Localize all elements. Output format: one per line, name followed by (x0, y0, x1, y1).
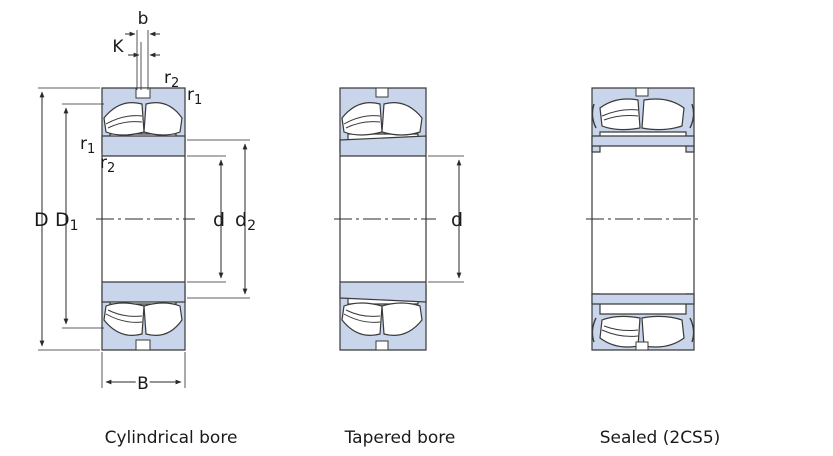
rollers-top (341, 102, 423, 136)
label-b: b (138, 9, 149, 29)
rollers-bottom (103, 302, 183, 336)
inner-ring-bottom (591, 293, 695, 305)
rollers-top (103, 102, 183, 136)
rollers-top (591, 98, 695, 131)
label-d-tapered: d (451, 209, 463, 231)
label-d: d (213, 209, 225, 231)
label-d2: d2 (235, 209, 256, 234)
inner-ring-top (591, 135, 695, 147)
inner-ring-bottom (101, 281, 186, 303)
label-B: B (137, 374, 149, 394)
caption-sealed: Sealed (2CS5) (599, 428, 721, 448)
label-r2-left: r2 (100, 153, 115, 176)
inner-ring-top (101, 135, 186, 157)
label-r1-top: r1 (187, 85, 202, 108)
label-D1: D1 (55, 209, 79, 234)
label-r2-top: r2 (164, 68, 179, 91)
caption-cylindrical-bore: Cylindrical bore (104, 428, 238, 448)
sealed-bearing (586, 87, 700, 351)
rollers-bottom (341, 302, 423, 336)
cylindrical-bore-bearing: b K r2 r1 r1 r2 D D1 d d2 B (34, 9, 256, 397)
rollers-bottom (591, 315, 695, 348)
tapered-bore-bearing: d (334, 87, 464, 351)
label-K: K (112, 37, 124, 57)
label-D: D (34, 209, 49, 231)
inner-ring-top (339, 135, 427, 157)
caption-tapered-bore: Tapered bore (344, 428, 456, 448)
label-r1-left: r1 (80, 134, 95, 157)
inner-ring-bottom (339, 281, 427, 303)
